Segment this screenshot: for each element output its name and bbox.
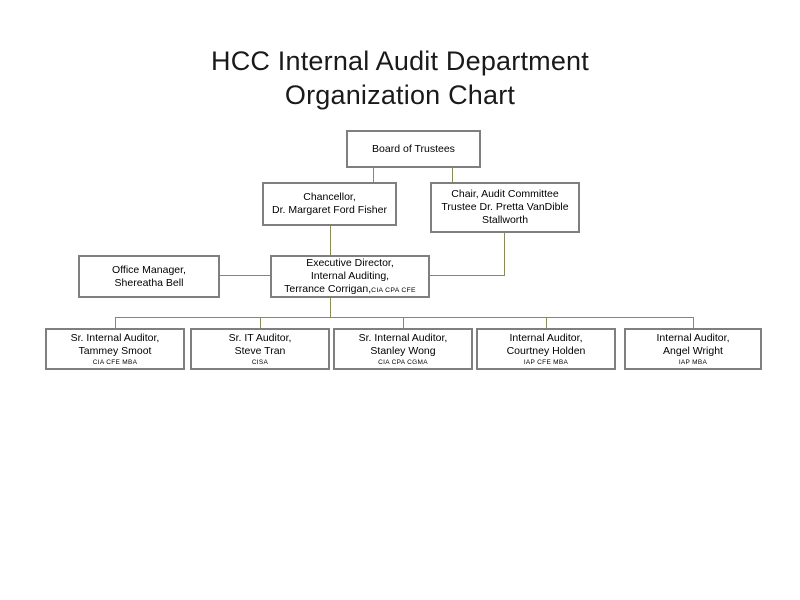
node-executive-director-line-1: Executive Director, (306, 256, 394, 269)
node-steve-tran-credentials: CISA (251, 358, 269, 366)
node-office-manager[interactable]: Office Manager, Shereatha Bell (78, 255, 220, 298)
node-courtney-holden-line-1: Internal Auditor, (509, 331, 583, 344)
node-chancellor-line-1: Chancellor, (303, 191, 356, 203)
connector-staff-distribution-bar (115, 317, 693, 318)
node-executive-director-line-2: Internal Auditing, (310, 269, 390, 282)
node-chancellor-line-2: Dr. Margaret Ford Fisher (272, 204, 387, 216)
connector-executive-director-drop (330, 298, 331, 317)
node-stanley-wong-line-1: Sr. Internal Auditor, (358, 331, 448, 344)
connector-audit-chair-drop (504, 233, 505, 275)
node-angel-wright-line-1: Internal Auditor, (656, 331, 730, 344)
node-steve-tran-line-2: Steve Tran (234, 344, 286, 357)
node-internal-auditor-courtney-holden[interactable]: Internal Auditor, Courtney Holden IAP CF… (476, 328, 616, 370)
node-audit-committee-chair[interactable]: Chair, Audit Committee Trustee Dr. Prett… (430, 182, 580, 233)
connector-board-to-audit-chair (452, 168, 453, 182)
node-stanley-wong-line-2: Stanley Wong (370, 344, 436, 357)
node-board-of-trustees[interactable]: Board of Trustees (346, 130, 481, 168)
node-executive-director-name: Terrance Corrigan, (284, 282, 372, 295)
connector-drop-steve-tran (260, 317, 261, 328)
page-title-line-1: HCC Internal Audit Department (211, 46, 589, 76)
node-sr-it-auditor-steve-tran[interactable]: Sr. IT Auditor, Steve Tran CISA (190, 328, 330, 370)
node-angel-wright-credentials: IAP MBA (678, 358, 708, 366)
node-audit-chair-line-3: Stallworth (481, 214, 529, 226)
connector-board-to-chancellor (373, 168, 374, 182)
connector-audit-chair-to-executive-director (430, 275, 505, 276)
page-title: HCC Internal Audit Department Organizati… (0, 44, 800, 112)
node-board-line-1: Board of Trustees (372, 142, 455, 155)
node-internal-auditor-angel-wright[interactable]: Internal Auditor, Angel Wright IAP MBA (624, 328, 762, 370)
node-office-manager-line-2: Shereatha Bell (114, 276, 184, 289)
node-chancellor[interactable]: Chancellor, Dr. Margaret Ford Fisher (262, 182, 397, 226)
connector-drop-courtney-holden (546, 317, 547, 328)
node-sr-internal-auditor-tammey-smoot[interactable]: Sr. Internal Auditor, Tammey Smoot CIA C… (45, 328, 185, 370)
node-audit-chair-line-1: Chair, Audit Committee (451, 188, 559, 200)
node-steve-tran-line-1: Sr. IT Auditor, (228, 331, 292, 344)
connector-drop-tammey-smoot (115, 317, 116, 328)
connector-drop-angel-wright (693, 317, 694, 328)
node-office-manager-line-1: Office Manager, (112, 263, 186, 276)
node-courtney-holden-credentials: IAP CFE MBA (523, 358, 569, 366)
node-sr-internal-auditor-stanley-wong[interactable]: Sr. Internal Auditor, Stanley Wong CIA C… (333, 328, 473, 370)
connector-drop-stanley-wong (403, 317, 404, 328)
node-executive-director-line-3: Terrance Corrigan,CIA CPA CFE (284, 283, 416, 297)
node-tammey-smoot-credentials: CIA CFE MBA (92, 358, 138, 366)
connector-office-manager-to-executive-director (220, 275, 270, 276)
node-angel-wright-line-2: Angel Wright (663, 344, 723, 357)
node-tammey-smoot-line-1: Sr. Internal Auditor, (70, 331, 160, 344)
page-title-line-2: Organization Chart (284, 80, 516, 110)
node-executive-director-credentials: CIA CPA CFE (371, 286, 416, 294)
connector-chancellor-to-executive-director (330, 226, 331, 256)
node-stanley-wong-credentials: CIA CPA CGMA (378, 358, 428, 366)
node-courtney-holden-line-2: Courtney Holden (506, 344, 586, 357)
node-executive-director[interactable]: Executive Director, Internal Auditing, T… (270, 255, 430, 298)
node-audit-chair-line-2: Trustee Dr. Pretta VanDible (441, 201, 569, 213)
node-tammey-smoot-line-2: Tammey Smoot (78, 344, 152, 357)
